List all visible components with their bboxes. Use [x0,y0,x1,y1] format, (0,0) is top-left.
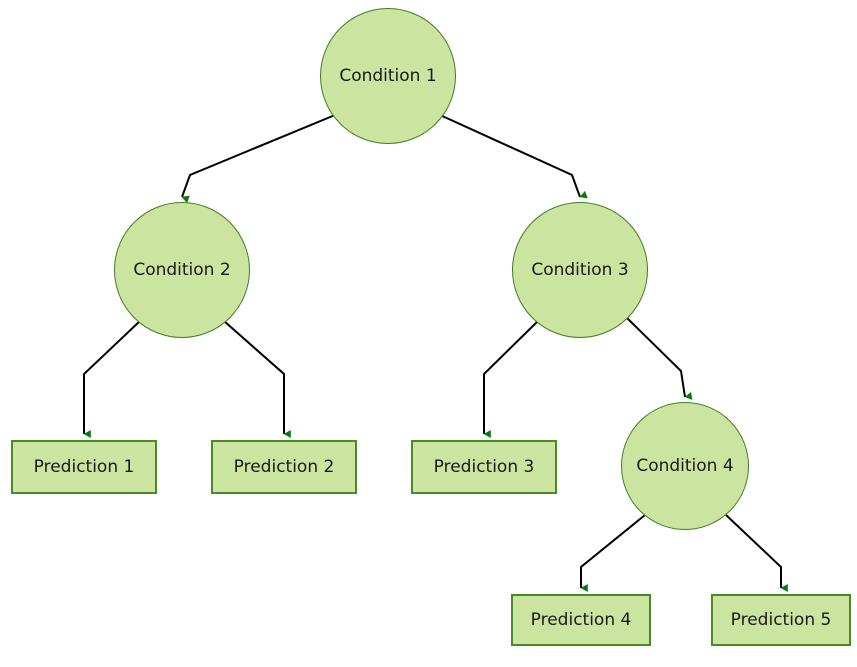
condition-3-label: Condition 3 [531,259,629,280]
edge-condition-2-to-prediction-2 [223,320,291,439]
edge-condition-2-to-prediction-1 [83,320,141,439]
node-condition-2[interactable]: Condition 2 [114,202,250,338]
edge-condition-4-to-prediction-5 [725,514,788,593]
edge-condition-3-to-condition-4 [626,317,693,400]
node-condition-1[interactable]: Condition 1 [320,8,456,144]
node-prediction-1[interactable]: Prediction 1 [11,440,157,494]
edge-condition-1-to-condition-2 [181,114,336,204]
prediction-1-label: Prediction 1 [33,456,135,477]
prediction-3-label: Prediction 3 [433,456,535,477]
node-condition-4[interactable]: Condition 4 [621,402,749,530]
node-condition-3[interactable]: Condition 3 [512,202,648,338]
prediction-5-label: Prediction 5 [730,609,832,630]
node-prediction-5[interactable]: Prediction 5 [711,594,851,646]
condition-4-label: Condition 4 [636,455,734,476]
node-prediction-4[interactable]: Prediction 4 [511,594,651,646]
condition-2-label: Condition 2 [133,259,231,280]
edge-condition-4-to-prediction-4 [580,514,646,593]
prediction-2-label: Prediction 2 [233,456,335,477]
edges-group [83,114,788,593]
node-prediction-2[interactable]: Prediction 2 [211,440,357,494]
edge-condition-1-to-condition-3 [439,114,588,199]
edge-condition-3-to-prediction-3 [483,320,539,439]
condition-1-label: Condition 1 [339,65,437,86]
node-prediction-3[interactable]: Prediction 3 [411,440,557,494]
prediction-4-label: Prediction 4 [530,609,632,630]
